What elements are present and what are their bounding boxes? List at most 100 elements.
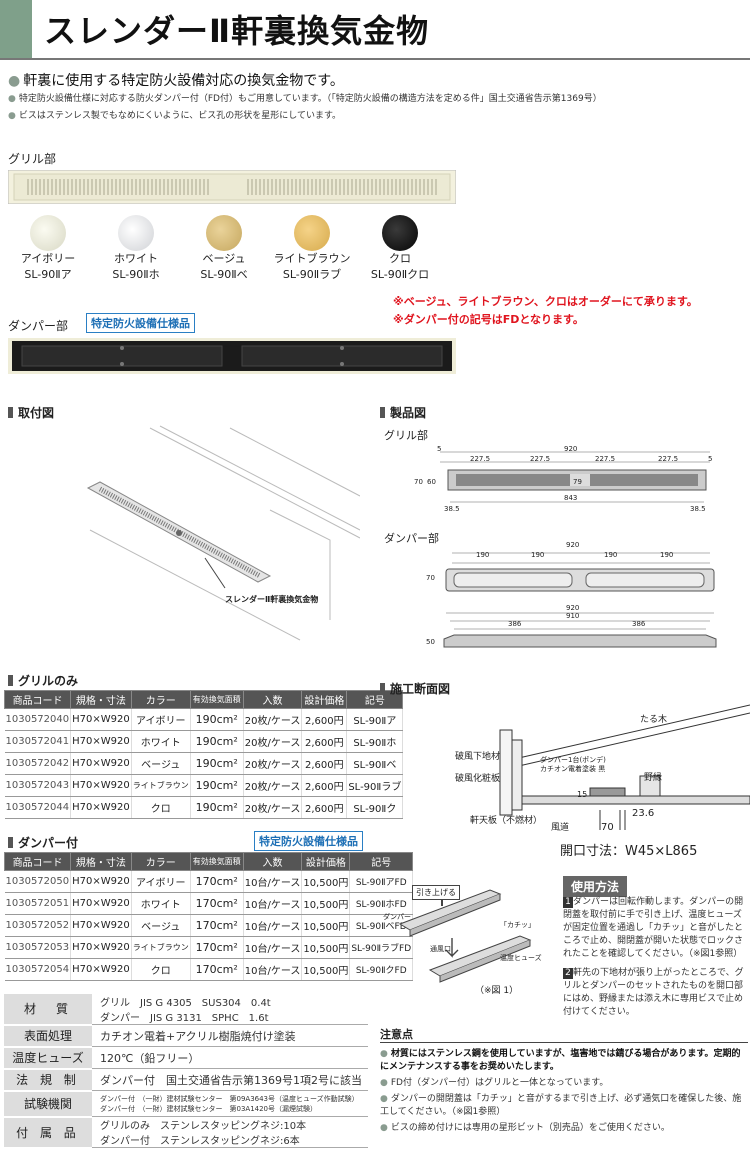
label-d70: 70 [601,822,614,833]
cell-symbol: SL-90ⅡホFD [349,892,414,915]
mat-value: カチオン電着+アクリル樹脂焼付け塗装 [92,1024,368,1047]
cell-price: 2,600円 [301,796,348,819]
mat-label: 付 属 品 [4,1116,92,1149]
col-area: 有効換気面積 [189,690,244,709]
grill-table-heading: グリルのみ [8,672,78,689]
swatch-ivory-code: SL-90Ⅱア [24,268,72,281]
cell-price: 10,500円 [301,958,351,981]
cell-price: 10,500円 [301,870,351,893]
caution-rule [380,1042,748,1043]
damper-dim-seg-1: 190 [476,551,490,559]
damper-table-tag: 特定防火設備仕様品 [254,831,363,851]
grill-dim-seg-3: 227.5 [595,455,616,463]
cell-size: H70×W920 [70,892,132,915]
caution-2: ●FD付（ダンパー付）はグリルと一体となっています。 [380,1078,609,1088]
install-callout: スレンダーⅡ軒裏換気金物 [225,595,319,604]
swatch-white: ホワイト SL-90Ⅱホ [96,215,176,283]
caution-1: ●材質にはステンレス鋼を使用していますが、塩害地では錆びる場合があります。定期的… [380,1049,741,1072]
cell-symbol: SL-90ⅡクFD [349,958,414,981]
swatch-ivory: アイボリー SL-90Ⅱア [8,215,88,283]
swatch-black-circle [382,215,418,251]
fig1-kachi: 「カチッ」 [500,921,535,929]
cell-price: 2,600円 [301,774,348,797]
caution-heading: 注意点 [380,1028,413,1041]
cell-size: H70×W920 [70,914,132,937]
cell-qty: 10台/ケース [243,870,303,893]
label-d236: 23.6 [632,808,655,819]
swatch-white-name: ホワイト [114,252,158,265]
opening-size: 開口寸法：W45×L865 [560,844,698,859]
intro-line-2: ●ビスはステンレス製でもなめにくいように、ビス孔の形状を星形にしています。 [8,111,342,121]
mat-label: 温度ヒューズ [4,1046,92,1070]
label-damper-note1: ダンパー1台(ポンデ) [540,756,606,764]
label-hafu-kesho: 破風化粧板 [455,774,501,784]
usage-heading: 使用方法 [563,876,628,897]
cell-area: 170cm² [190,958,244,981]
swatch-light-brown-circle [294,215,330,251]
col-qty: 入数 [242,690,303,709]
cell-size: H70×W920 [70,958,132,981]
swatch-beige: ベージュ SL-90Ⅱベ [184,215,264,283]
cell-qty: 10台/ケース [243,892,303,915]
materials-row: 表面処理カチオン電着+アクリル樹脂焼付け塗装 [4,1024,368,1048]
cell-code: 1030572051 [4,892,72,915]
damper-heading: ダンパー部 [8,319,69,333]
header-accent-bar [0,0,32,58]
damper-dim-inner: 910 [566,612,580,620]
step-1-badge: 1 [563,897,573,908]
caution-4: ●ビスの締め付けには専用の星形ビット（別売品）をご使用ください。 [380,1123,670,1133]
mat-value: ダンパー付 国土交通省告示第1369号1項2号に該当 [92,1068,368,1091]
page-header: スレンダーⅡ軒裏換気金物 [0,0,750,60]
cell-symbol: SL-90Ⅱク [346,796,404,819]
damper-dim-total-2: 920 [566,604,580,612]
damper-dim-total: 920 [566,541,580,549]
grill-dim-h70: 70 [414,478,423,486]
caution-3: ●ダンパーの開閉蓋は「カチッ」と音がするまで引き上げ、必ず通気口を確保した後、施… [380,1094,742,1117]
swatch-black-name: クロ [389,252,411,265]
cell-size: H70×W920 [70,870,132,893]
cell-symbol: SL-90Ⅱラブ [346,774,404,797]
damper-dim-seg-2: 190 [531,551,545,559]
mat-label: 試験機関 [4,1090,92,1118]
fig1-pull: 引き上げる [412,885,460,900]
cell-size: H70×W920 [70,774,132,797]
grill-dim-total: 920 [564,445,578,453]
damper-spec-tag: 特定防火設備仕様品 [86,313,195,333]
cell-code: 1030572042 [4,752,72,775]
grill-dim-inner: 79 [573,478,582,486]
grill-dim-seg-4: 227.5 [658,455,679,463]
col-code: 商品コード [3,852,72,871]
cell-symbol: SL-90ⅡアFD [349,870,414,893]
grill-dim-bottom: 843 [564,494,578,502]
cell-code: 1030572040 [4,708,72,731]
swatch-ivory-circle [30,215,66,251]
swatch-beige-circle [206,215,242,251]
materials-row: 試験機関ダンパー付 （一財）建材試験センター 第09A3643号（温度ヒューズ作… [4,1090,368,1118]
cell-area: 190cm² [190,752,244,775]
section-heading: 施工断面図 [380,680,450,697]
cell-code: 1030572053 [4,936,72,959]
section-diagram [450,700,750,843]
install-heading: 取付図 [8,404,54,421]
mat-value: ダンパー付 （一財）建材試験センター 第09A3643号（温度ヒューズ作動試験）… [92,1090,368,1117]
fig1-vent: 通風口 [430,945,451,953]
grill-dim-edge-r: 5 [708,455,713,463]
col-size: 規格・寸法 [70,690,132,709]
note-fd: ※ダンパー付の記号はFDとなります。 [393,313,584,326]
damper-table: 商品コード 規格・寸法 カラー 有効換気面積 入数 設計価格 記号 103057… [3,852,414,981]
cell-area: 190cm² [190,708,244,731]
cell-color: ライトブラウン [131,774,191,797]
cell-qty: 10台/ケース [243,914,303,937]
cell-color: クロ [131,796,191,819]
cell-symbol: SL-90Ⅱベ [346,752,404,775]
materials-row: 法 規 制ダンパー付 国土交通省告示第1369号1項2号に該当 [4,1068,368,1092]
mat-label: 材 質 [4,994,92,1026]
grill-dim-seg-2: 227.5 [530,455,551,463]
swatch-black: クロ SL-90Ⅱクロ [360,215,440,283]
